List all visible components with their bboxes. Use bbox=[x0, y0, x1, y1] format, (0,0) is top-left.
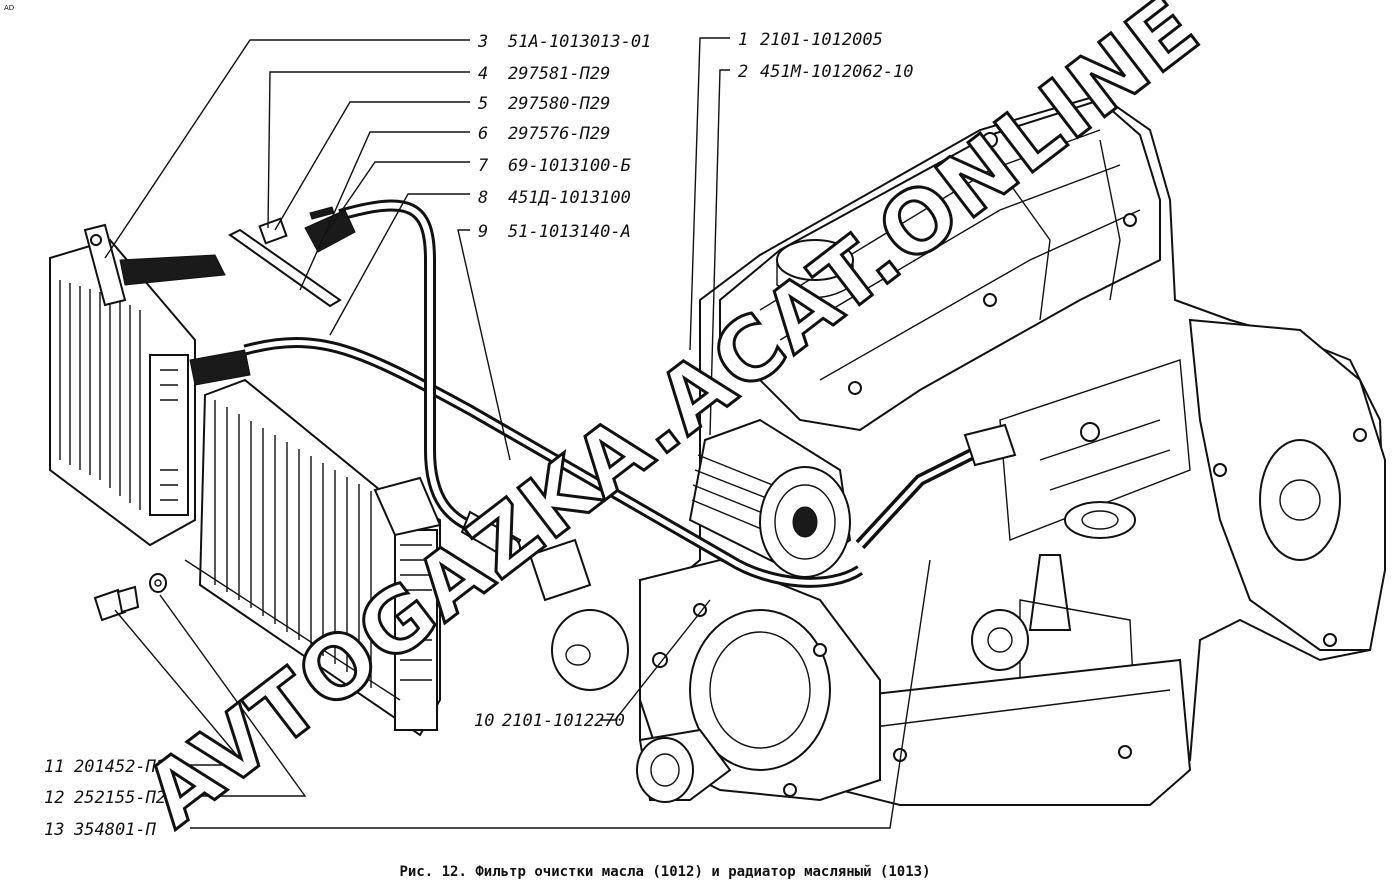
svg-text:69-1013100-Б: 69-1013100-Б bbox=[508, 156, 632, 176]
callout-1: 1 2101-1012005 bbox=[738, 30, 883, 50]
svg-text:51А-1013013-01: 51А-1013013-01 bbox=[508, 32, 651, 52]
svg-text:354801-П: 354801-П bbox=[73, 820, 157, 840]
callout-13: 13 354801-П bbox=[44, 820, 157, 840]
callout-6: 6 297576-П29 bbox=[478, 124, 610, 144]
svg-text:2101-1012270: 2101-1012270 bbox=[502, 711, 625, 731]
svg-text:297580-П29: 297580-П29 bbox=[508, 94, 610, 114]
svg-text:451М-1012062-10: 451М-1012062-10 bbox=[760, 62, 914, 82]
svg-text:297581-П29: 297581-П29 bbox=[508, 64, 610, 84]
svg-text:9: 9 bbox=[478, 222, 488, 242]
svg-text:201452-П29: 201452-П29 bbox=[74, 757, 176, 777]
svg-text:4: 4 bbox=[478, 64, 488, 84]
svg-text:451Д-1013100: 451Д-1013100 bbox=[508, 188, 631, 208]
svg-text:11: 11 bbox=[44, 757, 64, 777]
svg-text:10: 10 bbox=[474, 711, 494, 731]
svg-text:13: 13 bbox=[44, 820, 64, 840]
svg-text:6: 6 bbox=[478, 124, 488, 144]
leader-lines bbox=[104, 37, 931, 829]
oil-radiator-lower bbox=[184, 378, 442, 737]
oil-filter bbox=[688, 418, 852, 578]
svg-text:297576-П29: 297576-П29 bbox=[508, 124, 610, 144]
svg-text:7: 7 bbox=[478, 156, 489, 176]
callout-12: 12 252155-П2 bbox=[44, 788, 166, 808]
callout-8: 8 451Д-1013100 bbox=[478, 188, 631, 208]
svg-text:5: 5 bbox=[478, 94, 488, 114]
callout-3: 3 51А-1013013-01 bbox=[477, 32, 651, 52]
svg-text:3: 3 bbox=[477, 32, 488, 52]
callout-9: 9 51-1013140-А bbox=[478, 222, 631, 242]
callout-5: 5 297580-П29 bbox=[478, 94, 610, 114]
callout-10: 10 2101-1012270 bbox=[474, 711, 625, 731]
callout-2: 2 451М-1012062-10 bbox=[738, 62, 914, 82]
hose-7 bbox=[304, 209, 356, 253]
svg-text:12: 12 bbox=[44, 788, 64, 808]
oil-radiator-upper bbox=[49, 223, 251, 547]
drain-plug bbox=[93, 573, 167, 622]
svg-text:252155-П2: 252155-П2 bbox=[74, 788, 166, 808]
svg-text:2: 2 bbox=[738, 62, 748, 82]
oil-pipes bbox=[228, 199, 1017, 602]
svg-text:8: 8 bbox=[478, 188, 488, 208]
callout-11: 11 201452-П29 bbox=[44, 757, 176, 777]
corner-mark: AD bbox=[4, 4, 14, 12]
svg-text:1: 1 bbox=[738, 30, 748, 50]
figure-caption: Рис. 12. Фильтр очистки масла (1012) и р… bbox=[399, 864, 930, 880]
svg-text:2101-1012005: 2101-1012005 bbox=[760, 30, 883, 50]
svg-text:51-1013140-А: 51-1013140-А bbox=[508, 222, 631, 242]
callout-7: 7 69-1013100-Б bbox=[478, 156, 632, 176]
callout-4: 4 297581-П29 bbox=[478, 64, 610, 84]
